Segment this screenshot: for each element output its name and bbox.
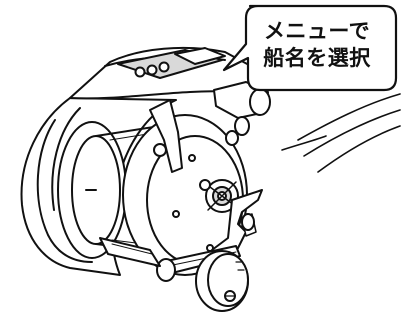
speech-balloon: [222, 4, 398, 92]
callout-text: メニューで 船名を選択: [244, 18, 390, 72]
callout-line-2: 船名を選択: [263, 46, 371, 70]
callout-line-1: メニューで: [263, 19, 371, 43]
motion-lines: [281, 93, 401, 173]
reel-body: [20, 46, 271, 312]
